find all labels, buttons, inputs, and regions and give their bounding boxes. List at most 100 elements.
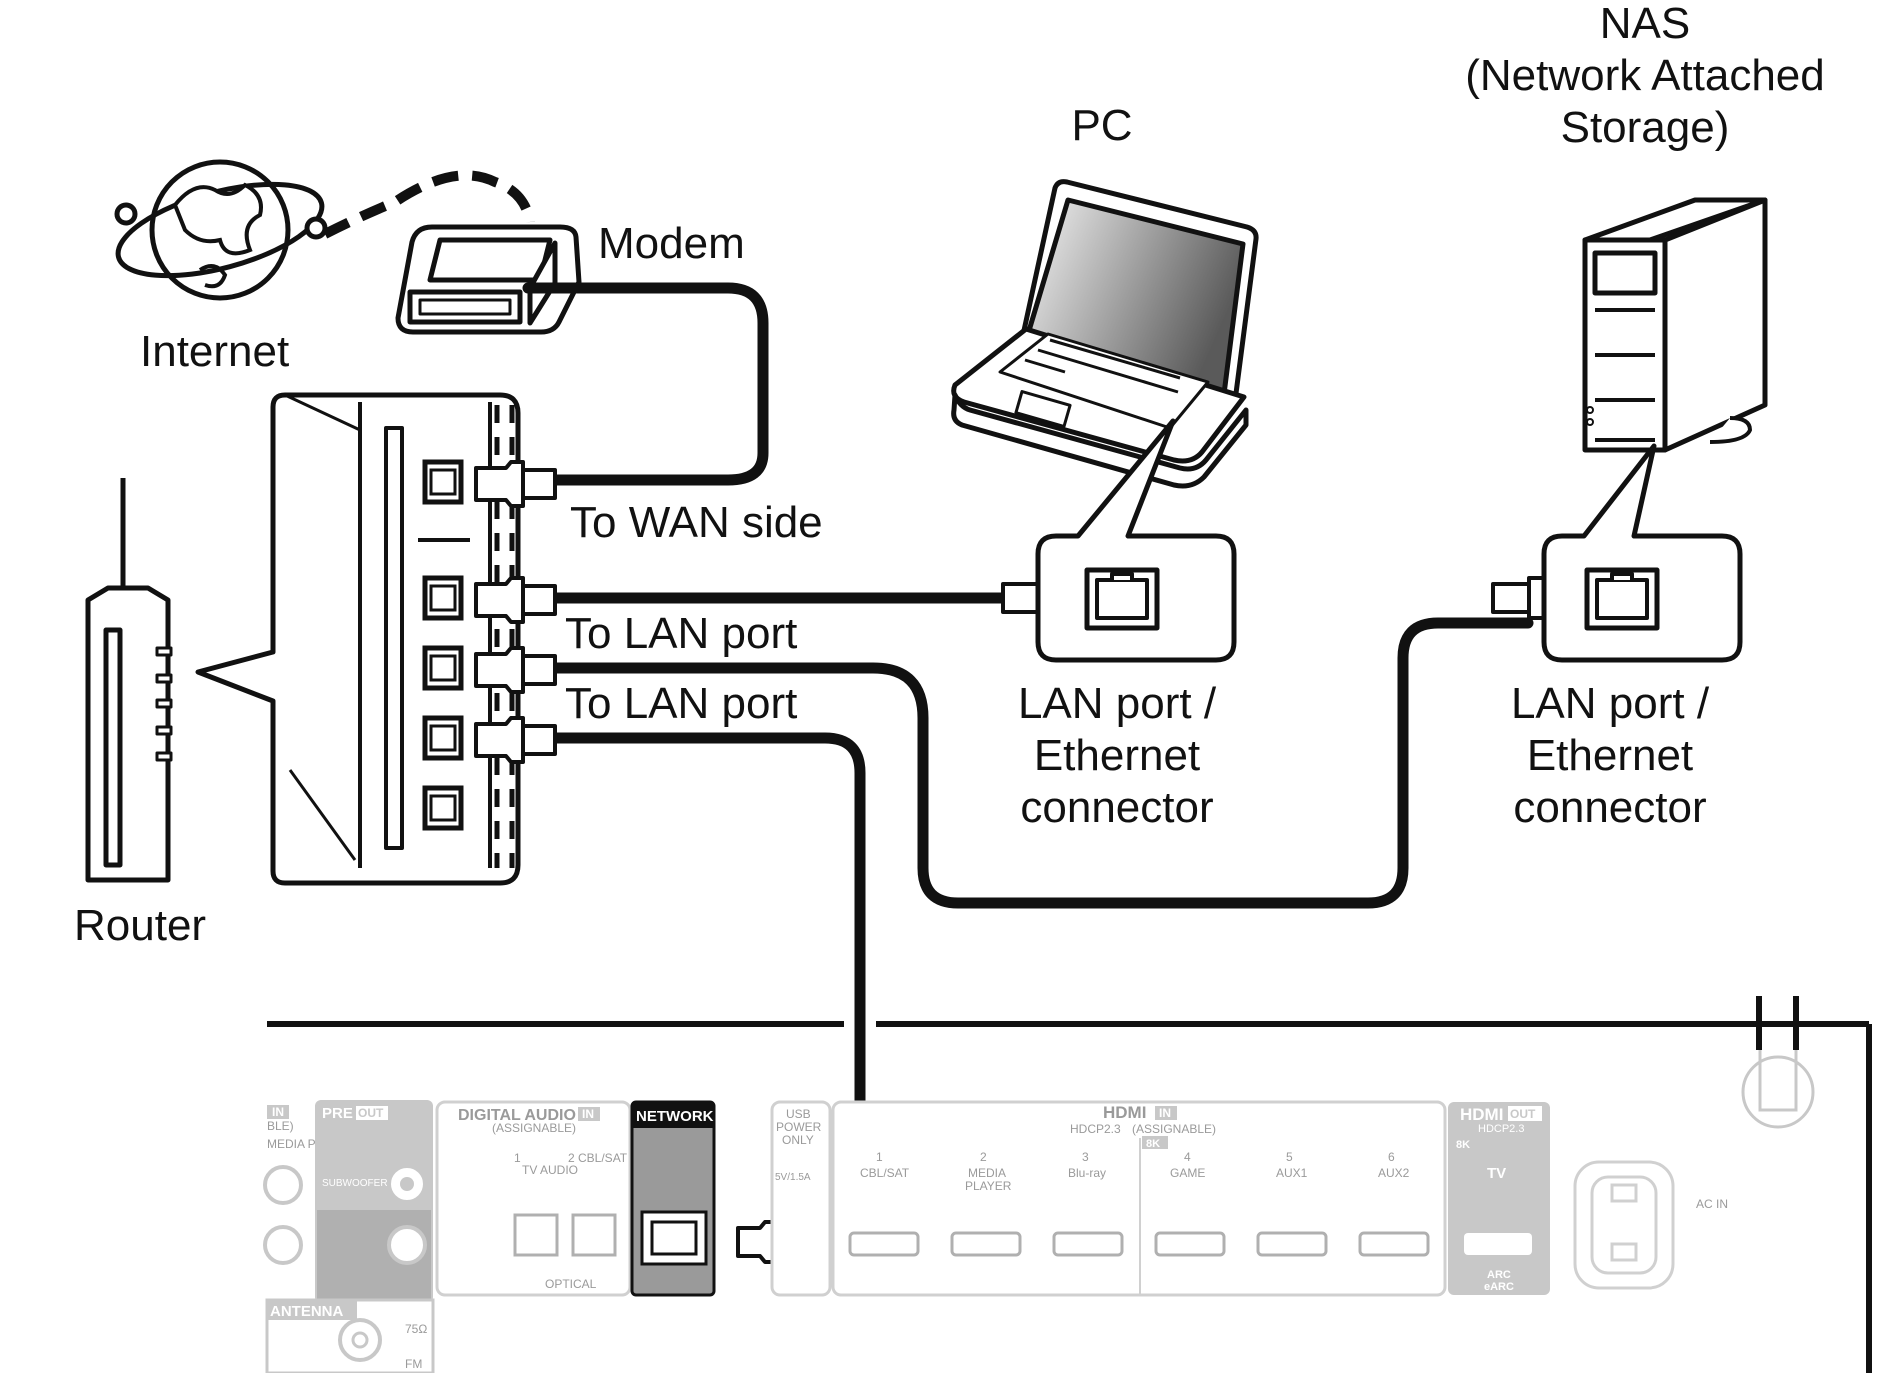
hdmi-out-8k: 8K (1456, 1139, 1470, 1151)
pc-port-label-2: Ethernet (1034, 731, 1200, 780)
digital-in-tag: IN (582, 1107, 594, 1121)
laptop-pc-icon (951, 179, 1259, 489)
nas-port-label-3: connector (1513, 783, 1706, 832)
usb-section: USB POWER ONLY 5V/1.5A (770, 1100, 832, 1297)
internet-title: Internet (140, 327, 289, 376)
pre-in-tag: IN (272, 1105, 284, 1119)
nas-storage-icon (1582, 197, 1768, 453)
antenna-jack-icon (1741, 1050, 1815, 1129)
tv-audio-num: 1 (514, 1151, 521, 1165)
hdmi-assignable-label: (ASSIGNABLE) (1132, 1122, 1216, 1136)
nas-lan-port (1584, 567, 1660, 631)
router-detail-callout (195, 392, 521, 886)
hdmi-in-section: HDMI IN HDCP2.3 (ASSIGNABLE) 8K 1 CBL/SA… (831, 1100, 1447, 1297)
router-wan-port (422, 459, 464, 505)
antenna-section: ANTENNA 75Ω FM (265, 1298, 435, 1373)
lan-plug-2 (474, 646, 557, 694)
cbl-sat-digital-label: 2 CBL/SAT (568, 1151, 628, 1165)
router-lan-port-1 (422, 575, 464, 621)
pc-port-label-3: connector (1020, 783, 1213, 832)
hdmi-in1-label: CBL/SAT (860, 1166, 910, 1180)
tv-audio-label: TV AUDIO (522, 1163, 578, 1177)
router-lan-port-4 (422, 785, 464, 831)
modem-icon (395, 224, 582, 335)
pc-lan-port (1084, 567, 1160, 631)
ac-in-section: AC IN (1573, 1160, 1728, 1290)
usb-label-1: USB (786, 1107, 811, 1121)
optical-label: OPTICAL (545, 1277, 597, 1291)
hdmi-in-tag: IN (1159, 1106, 1171, 1120)
wan-side-label: To WAN side (570, 498, 823, 547)
usb-label-3: ONLY (782, 1133, 814, 1147)
hdmi-in2-label-a: MEDIA (968, 1166, 1006, 1180)
hdmi-in3-num: 3 (1082, 1150, 1089, 1164)
router-title: Router (74, 901, 206, 950)
network-label: NETWORK (636, 1108, 714, 1125)
wan-plug (474, 460, 557, 508)
pre-out-tag: OUT (358, 1106, 384, 1120)
digital-assignable: (ASSIGNABLE) (492, 1121, 576, 1135)
nas-port-callout (1541, 443, 1743, 663)
hdmi-out-earc: eARC (1484, 1281, 1514, 1293)
hdmi-out-tag: OUT (1510, 1107, 1536, 1121)
lan-plug-3 (474, 716, 557, 764)
router-icon (85, 478, 173, 883)
hdmi-hdcp-label: HDCP2.3 (1070, 1122, 1121, 1136)
nas-port-label-2: Ethernet (1527, 731, 1693, 780)
receiver-network-port (640, 1210, 708, 1266)
hdmi-in4-num: 4 (1184, 1150, 1191, 1164)
hdmi-in4-label: GAME (1170, 1166, 1205, 1180)
modem-title: Modem (598, 219, 745, 268)
hdmi-input-6: 6 AUX2 (1358, 1150, 1430, 1257)
hdmi-in3-label: Blu-ray (1068, 1166, 1106, 1180)
wan-cable (522, 282, 769, 486)
lan-plug-1 (474, 576, 557, 624)
pre-out-section: PRE OUT SUBWOOFER 1 (315, 1100, 433, 1303)
pre-out-label: PRE (322, 1105, 353, 1122)
lan-port-label-1: To LAN port (565, 609, 797, 658)
diagram-labels: NAS (Network Attached Storage) PC Modem … (74, 0, 1825, 950)
ohm-label: 75Ω (405, 1322, 427, 1336)
hdmi-in6-label: AUX2 (1378, 1166, 1410, 1180)
nas-title: NAS (1600, 0, 1690, 48)
ac-in-label: AC IN (1696, 1197, 1728, 1211)
internet-globe-icon (114, 159, 328, 301)
pc-title: PC (1071, 101, 1132, 150)
hdmi-in-label: HDMI (1103, 1103, 1146, 1122)
receiver-rear-panel: IN BLE) MEDIA PLAYER PRE OUT SUBWOOFER 1… (263, 996, 1872, 1373)
nas-cable (547, 617, 1534, 909)
digital-audio-label: DIGITAL AUDIO (458, 1107, 576, 1124)
pc-port-label-1: LAN port / (1018, 679, 1217, 728)
pre-in-sub: BLE) (267, 1119, 294, 1133)
antenna-label: ANTENNA (270, 1303, 343, 1320)
hdmi-in2-num: 2 (980, 1150, 987, 1164)
nas-subtitle-1: (Network Attached (1465, 51, 1825, 100)
hdmi-in-8k: 8K (1146, 1138, 1160, 1150)
router-lan-port-3 (422, 715, 464, 761)
hdmi-in2-label-b: PLAYER (965, 1179, 1012, 1193)
hdmi-input-2: 2 MEDIA PLAYER (950, 1150, 1022, 1257)
hdmi-out-tv: TV (1487, 1165, 1506, 1182)
hdmi-in5-label: AUX1 (1276, 1166, 1308, 1180)
nas-port-label-1: LAN port / (1511, 679, 1710, 728)
hdmi-in6-num: 6 (1388, 1150, 1395, 1164)
hdmi-input-5: 5 AUX1 (1256, 1150, 1328, 1257)
router-ports (422, 459, 464, 831)
hdmi-in5-num: 5 (1286, 1150, 1293, 1164)
digital-audio-section: DIGITAL AUDIO IN (ASSIGNABLE) 1 TV AUDIO… (435, 1100, 632, 1297)
nas-subtitle-2: Storage) (1561, 103, 1730, 152)
hdmi-out-arc: ARC (1487, 1269, 1511, 1281)
hdmi-in1-num: 1 (876, 1150, 883, 1164)
usb-label-2: POWER (776, 1120, 822, 1134)
hdmi-out-label: HDMI (1460, 1105, 1503, 1124)
fm-label: FM (405, 1357, 422, 1371)
usb-label-4: 5V/1.5A (775, 1172, 811, 1183)
hdmi-out-hdcp: HDCP2.3 (1478, 1123, 1524, 1135)
pc-port-callout (1035, 418, 1237, 663)
hdmi-input-4: 4 GAME (1154, 1150, 1226, 1257)
network-section: NETWORK (630, 1100, 716, 1297)
subwoofer-label: SUBWOOFER 1 (322, 1178, 396, 1189)
hdmi-input-3: 3 Blu-ray (1052, 1150, 1124, 1257)
hdmi-out-section: HDMI OUT HDCP2.3 8K TV ARC eARC (1448, 1102, 1550, 1295)
